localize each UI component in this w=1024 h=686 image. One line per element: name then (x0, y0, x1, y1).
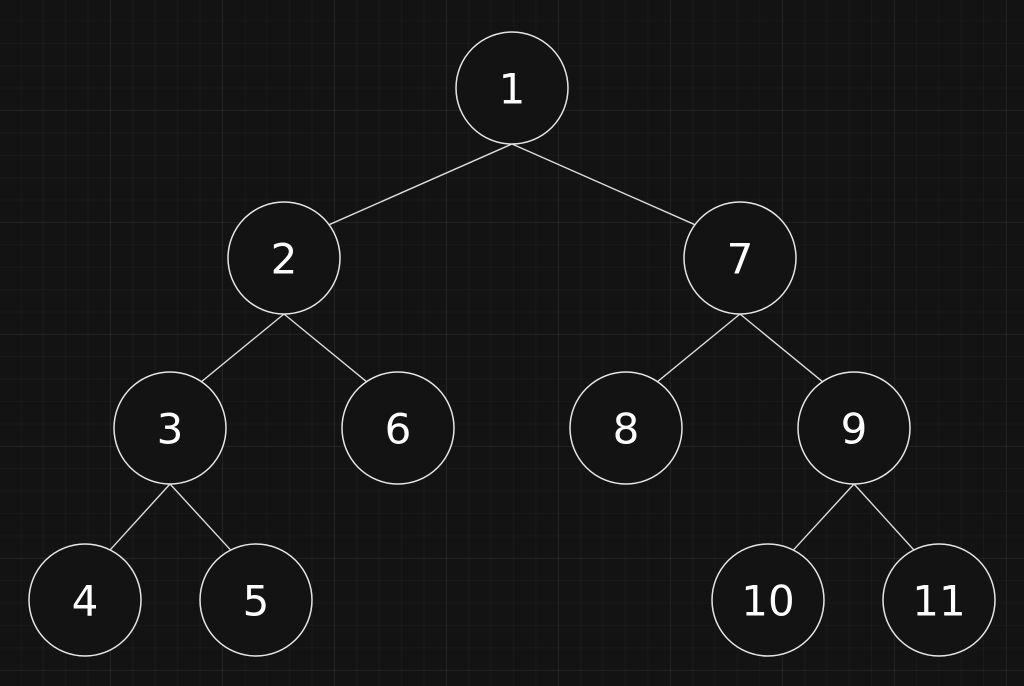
tree-node-3: 3 (113, 371, 227, 485)
tree-node-11: 11 (882, 543, 996, 657)
tree-node-1: 1 (455, 31, 569, 145)
node-circle (683, 201, 797, 315)
tree-node-9: 9 (797, 371, 911, 485)
edge-n3-n4 (108, 483, 171, 552)
node-label: 7 (727, 235, 754, 284)
tree-node-7: 7 (683, 201, 797, 315)
node-label: 8 (613, 405, 640, 454)
edge-n3-n5 (169, 483, 232, 552)
node-circle (882, 543, 996, 657)
node-label: 9 (841, 405, 868, 454)
edge-n7-n8 (656, 313, 741, 383)
tree-node-5: 5 (199, 543, 313, 657)
node-label: 2 (271, 235, 298, 284)
edge-n1-n2 (327, 143, 513, 226)
edge-n2-n3 (200, 313, 285, 383)
edge-n2-n6 (283, 313, 368, 383)
edge-n9-n11 (853, 483, 916, 552)
node-circle (341, 371, 455, 485)
node-label: 6 (385, 405, 412, 454)
node-label: 10 (741, 577, 794, 626)
node-circle (113, 371, 227, 485)
nodes-layer: 1 2 7 3 6 8 9 4 5 10 11 (28, 31, 996, 657)
edge-n7-n9 (739, 313, 824, 383)
node-label: 11 (912, 577, 965, 626)
tree-node-2: 2 (227, 201, 341, 315)
node-label: 1 (499, 65, 526, 114)
tree-node-6: 6 (341, 371, 455, 485)
node-circle (797, 371, 911, 485)
node-circle (569, 371, 683, 485)
node-circle (199, 543, 313, 657)
tree-node-4: 4 (28, 543, 142, 657)
tree-node-10: 10 (711, 543, 825, 657)
edge-n1-n7 (511, 143, 697, 226)
node-circle (28, 543, 142, 657)
node-label: 5 (243, 577, 270, 626)
node-circle (227, 201, 341, 315)
node-label: 4 (72, 577, 99, 626)
node-circle (711, 543, 825, 657)
node-label: 3 (157, 405, 184, 454)
edges-layer (108, 143, 916, 552)
edge-n9-n10 (792, 483, 855, 552)
node-circle (455, 31, 569, 145)
tree-node-8: 8 (569, 371, 683, 485)
